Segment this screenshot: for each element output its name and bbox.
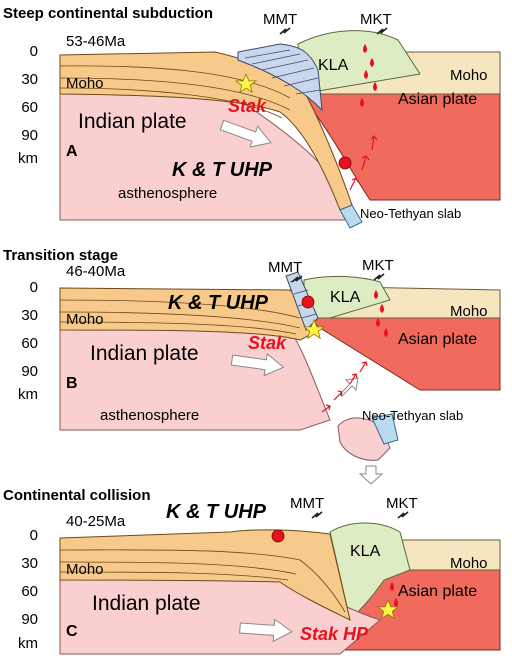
fault-label-mkt: MKT [362,257,394,274]
fault-label-mmt: MMT [268,259,302,276]
sinking-arrow-icon [358,465,384,485]
asian-plate-label: Asian plate [398,331,477,348]
fault-label-mkt: MKT [386,495,418,512]
depth-tick: 0 [30,527,38,544]
kla-block [303,275,391,319]
panel-title: Continental collision [3,487,151,504]
depth-tick: 90 [21,127,38,144]
asthenosphere-label: asthenosphere [118,185,217,202]
panel-title: Transition stage [3,247,118,264]
neo-tethyan-slab [371,413,399,445]
depth-tick: 90 [21,611,38,628]
crust-layers [59,65,291,119]
depth-unit: km [18,150,38,167]
uhp-label: K & T UHP [168,292,269,314]
depth-tick: 90 [21,363,38,380]
fault-label-mmt: MMT [263,11,297,28]
fault-label-mmt: MMT [290,495,324,512]
uhp-marker [338,156,352,170]
asthenosphere-label: asthenosphere [100,407,199,424]
depth-tick: 30 [21,555,38,572]
depth-tick: 0 [30,279,38,296]
kla-label: KLA [318,57,349,74]
panel-a: Steep continental subduction 0 30 60 90 … [3,5,501,229]
depth-tick: 0 [30,43,38,60]
mmt-fault-icon [279,27,291,35]
panel-letter: B [66,375,78,392]
age-label: 40-25Ma [66,513,126,530]
uhp-marker [271,529,285,543]
stak-label: Stak [248,333,287,353]
asian-plate-label: Asian plate [398,583,477,600]
panel-letter: C [66,623,78,640]
depth-unit: km [18,386,38,403]
melt-droplets [374,290,388,337]
neo-tethyan-slab [339,204,363,229]
moho-left-label: Moho [66,561,104,578]
crust-layers [59,299,301,335]
depth-tick: 30 [21,71,38,88]
uhp-label: K & T UHP [166,501,267,523]
mkt-fault-icon [376,27,388,35]
depth-tick: 60 [21,583,38,600]
moho-right-label: Moho [450,303,488,320]
slab-label: Neo-Tethyan slab [362,408,463,423]
moho-left-label: Moho [66,311,104,328]
stak-label: Stak [228,96,267,116]
depth-unit: km [18,635,38,652]
kla-label: KLA [350,543,381,560]
accretionary-wedge [237,43,323,112]
moho-right-label: Moho [450,67,488,84]
depth-tick: 30 [21,307,38,324]
age-label: 53-46Ma [66,33,126,50]
melt-droplets [390,582,398,607]
indian-plate-label: Indian plate [78,110,187,133]
asian-mantle [302,317,501,391]
panel-c: Continental collision 0 30 60 90 km 40-2… [3,487,501,655]
stak-label: Stak HP [300,624,369,644]
uhp-label: K & T UHP [172,159,273,181]
melt-arrows [321,361,368,413]
wedge-hatch [244,49,321,95]
mkt-fault-icon [373,273,385,281]
asian-plate-label: Asian plate [398,91,477,108]
indian-plate-label: Indian plate [90,342,199,365]
panel-title: Steep continental subduction [3,5,213,22]
moho-left-label: Moho [66,75,104,92]
melt-droplets [360,44,377,107]
indian-plate-label: Indian plate [92,592,201,615]
panel-letter: A [66,143,78,160]
mmt-fault-icon [311,511,323,519]
slab-label: Neo-Tethyan slab [360,206,461,221]
upwelling-arrow-icon [339,377,359,397]
depth-tick: 60 [21,335,38,352]
panel-b: Transition stage 0 30 60 90 km 46-40Ma B… [3,247,501,485]
fault-label-mkt: MKT [360,11,392,28]
mkt-fault-icon [397,511,409,519]
melt-arrows [349,135,378,191]
moho-right-label: Moho [450,555,488,572]
uhp-marker [301,295,315,309]
age-label: 46-40Ma [66,263,126,280]
kla-block [297,30,421,95]
kla-label: KLA [330,289,361,306]
depth-tick: 60 [21,99,38,116]
crust-layers [59,549,346,613]
